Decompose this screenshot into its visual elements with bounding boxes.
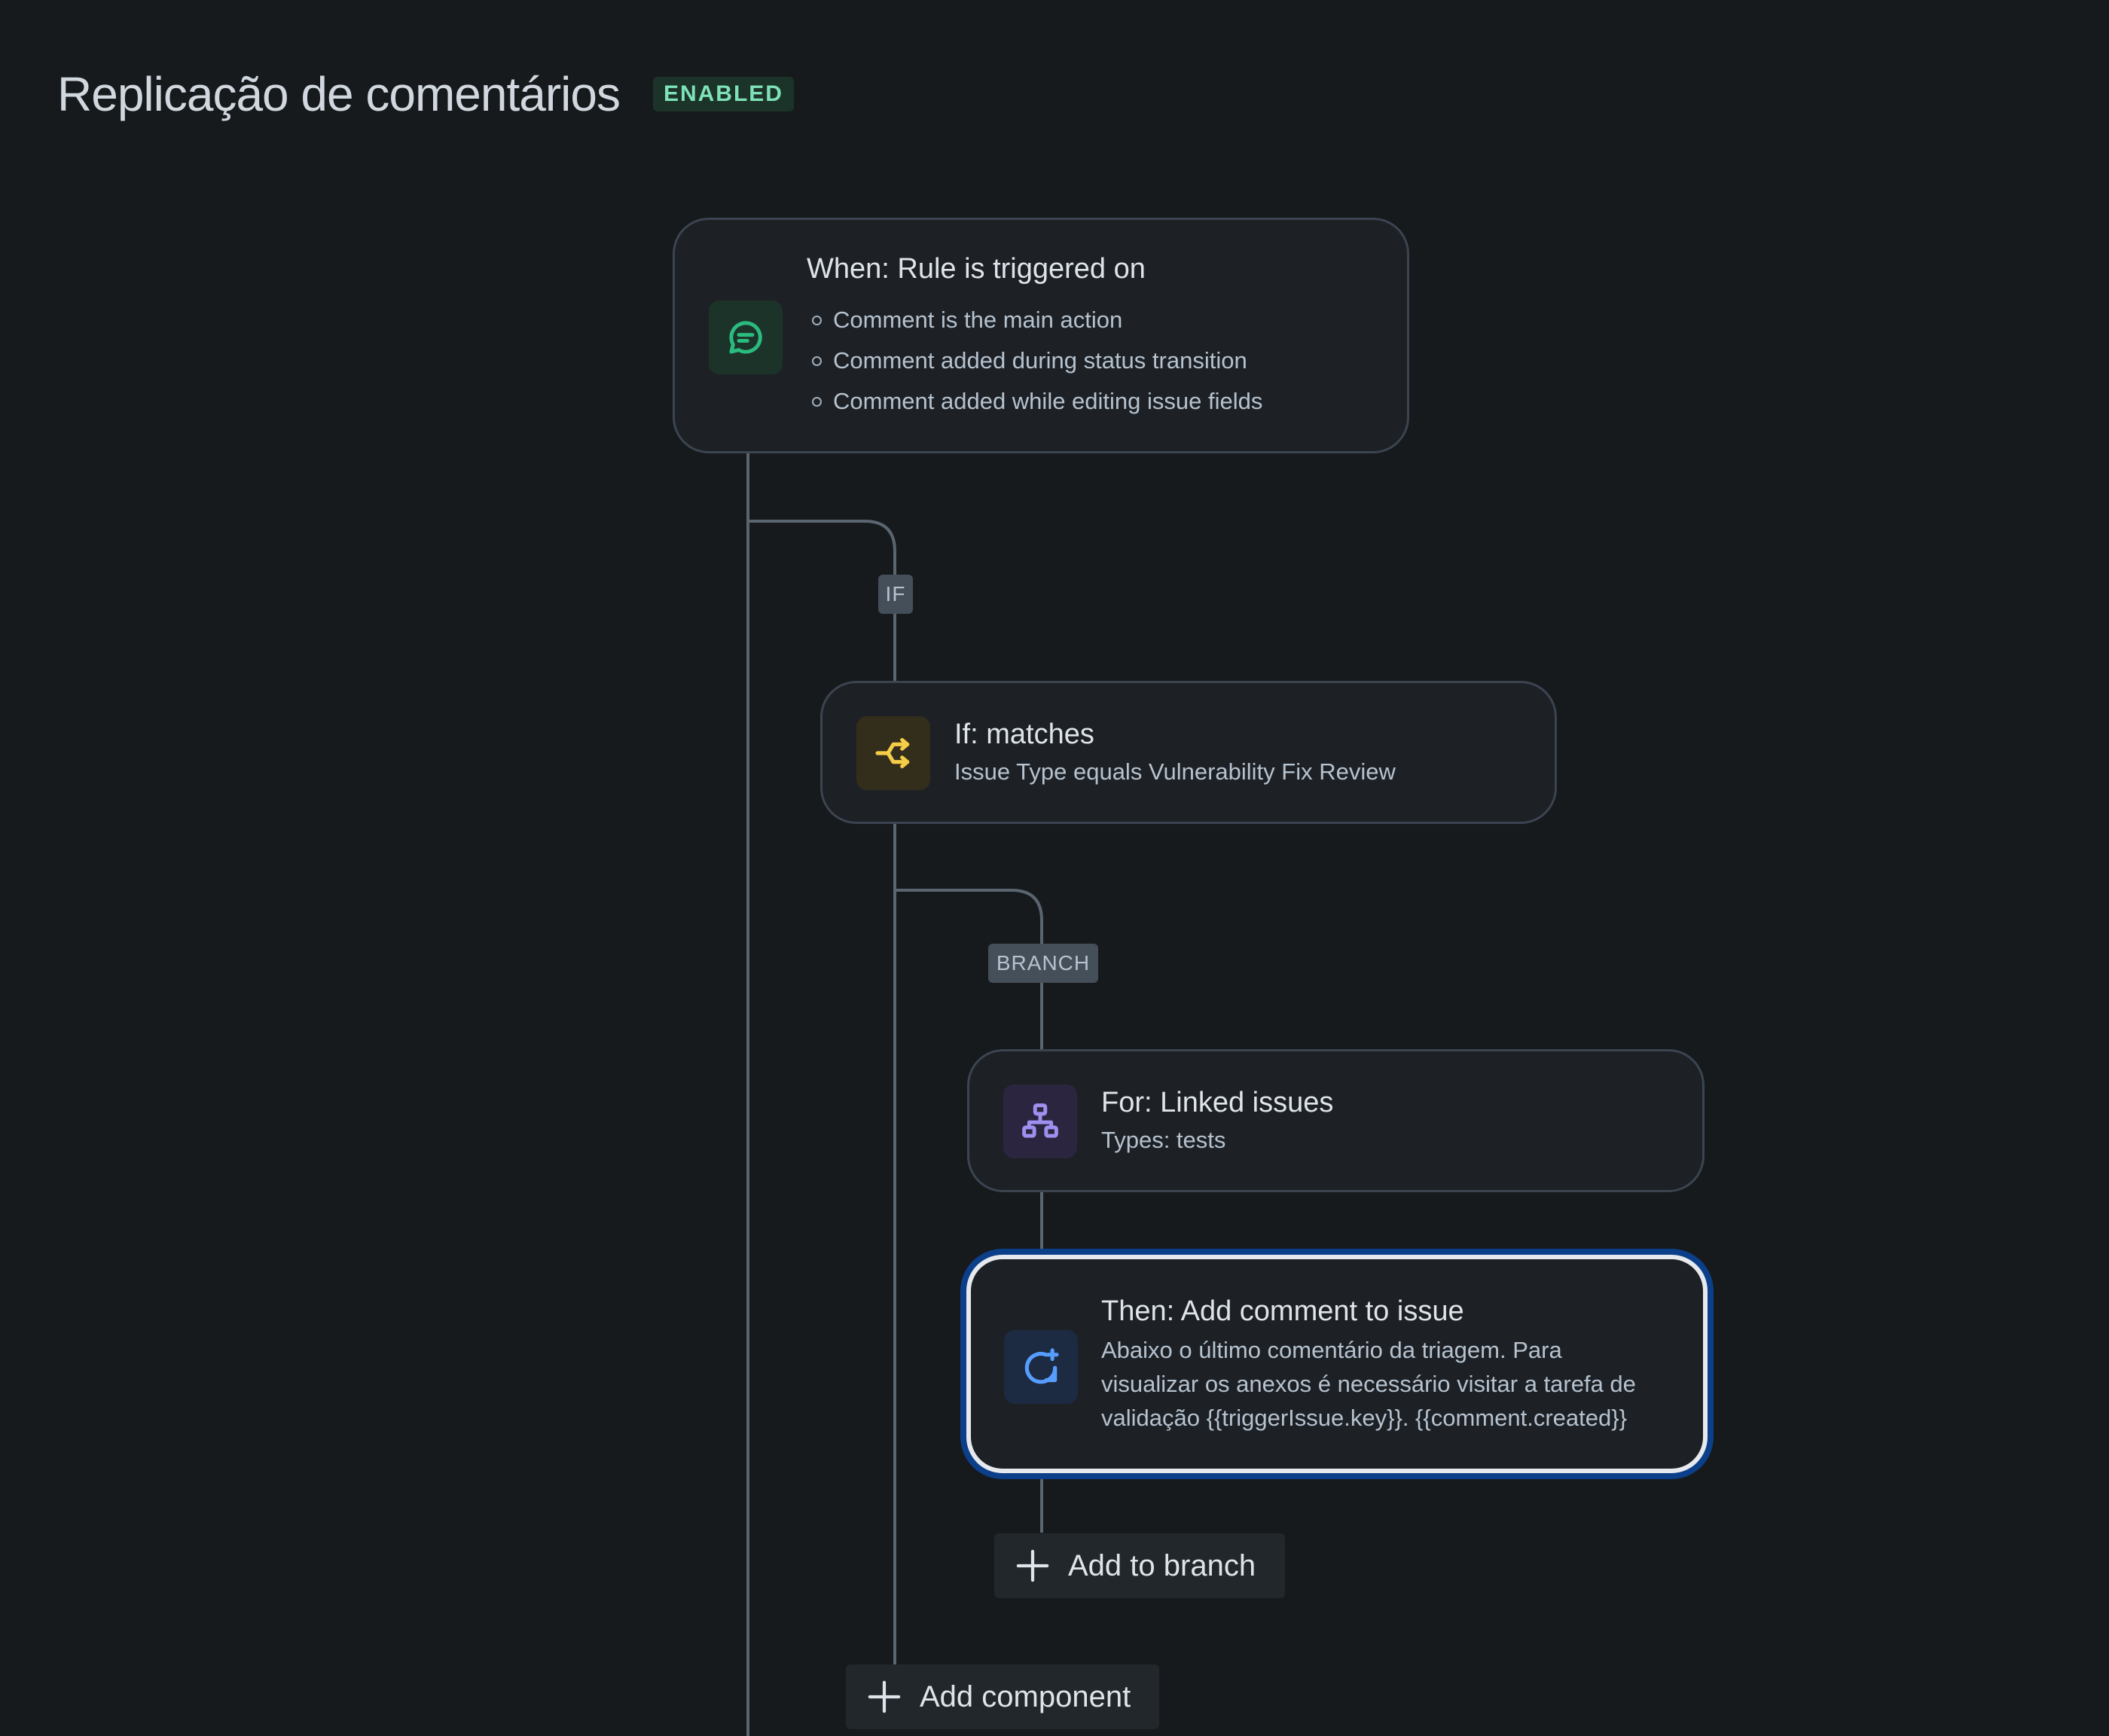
branch-subtitle: Types: tests (1101, 1127, 1226, 1153)
plus-icon (868, 1680, 901, 1713)
comment-add-icon (1004, 1330, 1078, 1404)
branch-connector-line (895, 889, 1043, 1051)
if-connector-line (748, 520, 896, 682)
trigger-item: Comment is the main action (812, 300, 1262, 340)
action-description-line: Abaixo o último comentário da triagem. P… (1101, 1337, 1562, 1363)
condition-node[interactable]: If: matches Issue Type equals Vulnerabil… (820, 681, 1557, 824)
add-to-branch-button[interactable]: Add to branch (994, 1533, 1285, 1598)
comment-icon (709, 301, 783, 374)
branch-title: For: Linked issues (1101, 1087, 1334, 1118)
trigger-item: Comment added while editing issue fields (812, 381, 1262, 422)
condition-subtitle: Issue Type equals Vulnerability Fix Revi… (954, 758, 1396, 785)
trigger-item: Comment added during status transition (812, 340, 1262, 381)
action-title: Then: Add comment to issue (1101, 1295, 1464, 1327)
rule-title[interactable]: Replicação de comentários (57, 67, 621, 121)
condition-title: If: matches (954, 719, 1094, 750)
rule-header: Replicação de comentários ENABLED (57, 66, 794, 122)
plus-icon (1016, 1549, 1049, 1582)
action-node[interactable]: Then: Add comment to issue Abaixo o últi… (966, 1255, 1708, 1473)
if-tag: IF (878, 575, 913, 614)
add-component-label: Add component (920, 1680, 1131, 1713)
add-to-branch-label: Add to branch (1068, 1548, 1256, 1582)
status-badge: ENABLED (652, 77, 794, 111)
trigger-list: Comment is the main action Comment added… (812, 300, 1262, 422)
condition-branch-icon (856, 716, 930, 790)
action-description: Abaixo o último comentário da triagem. P… (1101, 1333, 1636, 1435)
branch-node[interactable]: For: Linked issues Types: tests (967, 1049, 1705, 1192)
branch-tag: BRANCH (988, 944, 1098, 983)
trigger-node[interactable]: When: Rule is triggered on Comment is th… (673, 218, 1409, 453)
action-description-line: visualizar os anexos é necessário visita… (1101, 1371, 1636, 1397)
trigger-title: When: Rule is triggered on (807, 253, 1146, 285)
add-component-button[interactable]: Add component (846, 1664, 1159, 1729)
action-description-line: validação {{triggerIssue.key}}. {{commen… (1101, 1405, 1627, 1431)
hierarchy-icon (1003, 1085, 1077, 1158)
